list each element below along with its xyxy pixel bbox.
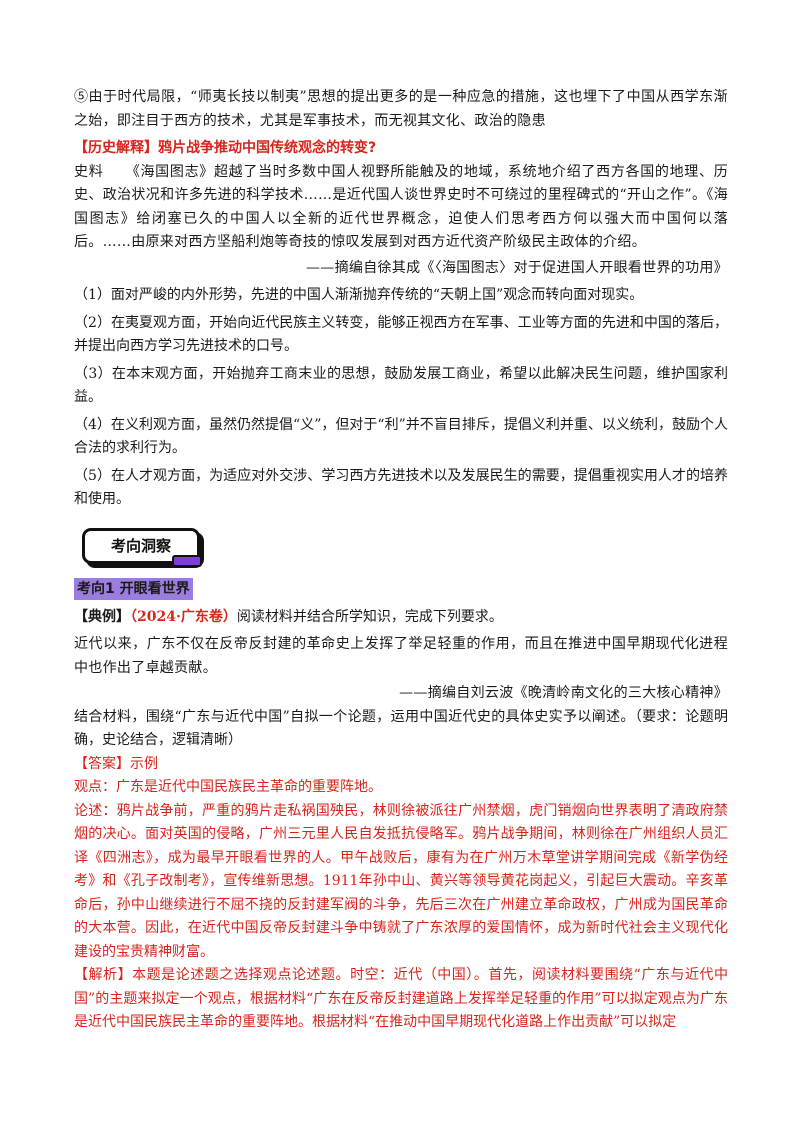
answer-label-suffix: 示例 [130,755,158,772]
document-page: ⑤由于时代局限，“师夷长技以制夷”思想的提出更多的是一种应急的措施，这也埋下了中… [74,86,728,1035]
badge-accent-tab [172,554,202,567]
section-badge-label: 考向洞察 [82,527,200,564]
example-question: 【典例】（2024·广东卷）阅读材料并结合所学知识，完成下列要求。 [74,606,728,630]
example-instruction: 阅读材料并结合所学知识，完成下列要求。 [236,608,503,625]
point-item-4: （4）在义利观方面，虽然仍然提倡“义”，但对于“利”并不盲目排斥，提倡义利并重、… [74,416,728,457]
analysis-paragraph: 【解析】本题是论述题之选择观点论述题。时空：近代（中国）。首先，阅读材料要围绕“… [74,964,728,1035]
point-item-1: （1）面对严峻的内外形势，先进的中国人渐渐抛弃传统的“天朝上国”观念而转向面对现… [74,287,644,303]
analysis-label: 【解析】 [74,967,133,983]
section-badge: 考向洞察 [74,522,728,574]
analysis-text: 本题是论述题之选择观点论述题。时空：近代（中国）。首先，阅读材料要围绕“广东与近… [74,967,729,1030]
answer-header: 【答案】示例 [74,753,728,777]
top-paragraph: ⑤由于时代局限，“师夷长技以制夷”思想的提出更多的是一种应急的措施，这也埋下了中… [74,89,728,129]
point-item-5: （5）在人才观方面，为适应对外交涉、学习西方先进技术以及发展民生的需要，提倡重视… [74,467,728,508]
point-item-3: （3）在本末观方面，开始抛弃工商末业的思想，鼓励发展工商业，希望以此解决民生问题… [74,365,728,406]
example-material-source: ——摘编自刘云波《晚清岭南文化的三大核心精神》 [399,685,728,701]
example-question-text: 结合材料，围绕“广东与近代中国”自拟一个论题，运用中国近代史的具体史实予以阐述。… [74,708,728,749]
answer-argument: 论述：鸦片战争前，严重的鸦片走私祸国殃民，林则徐被派往广州禁烟，虎门销烟向世界表… [74,802,728,960]
example-material: 近代以来，广东不仅在反帝反封建的革命史上发挥了举足轻重的作用，而且在推进中国早期… [74,636,728,676]
answer-viewpoint: 观点：广东是近代中国民族民主革命的重要阵地。 [74,779,382,795]
historical-material: 史料 《海国图志》超越了当时多数中国人视野所能触及的地域，系统地介绍了西方各国的… [74,163,728,251]
example-label: 【典例】 [74,608,130,625]
topic-heading-row: 考向1 开眼看世界 [74,574,728,600]
point-item-2: （2）在夷夏观方面，开始向近代民族主义转变，能够正视西方在军事、工业等方面的先进… [74,314,728,355]
example-source-tag: （2024·广东卷） [130,608,237,625]
topic-heading: 考向1 开眼看世界 [74,577,193,600]
history-explanation-heading: 【历史解释】鸦片战争推动中国传统观念的转变? [74,140,377,156]
points-list: （1）面对严峻的内外形势，先进的中国人渐渐抛弃传统的“天朝上国”观念而转向面对现… [74,284,728,512]
material-source: ——摘编自徐其成《〈海国图志〉对于促进国人开眼看世界的功用》 [306,259,728,276]
answer-label: 【答案】 [74,755,130,772]
